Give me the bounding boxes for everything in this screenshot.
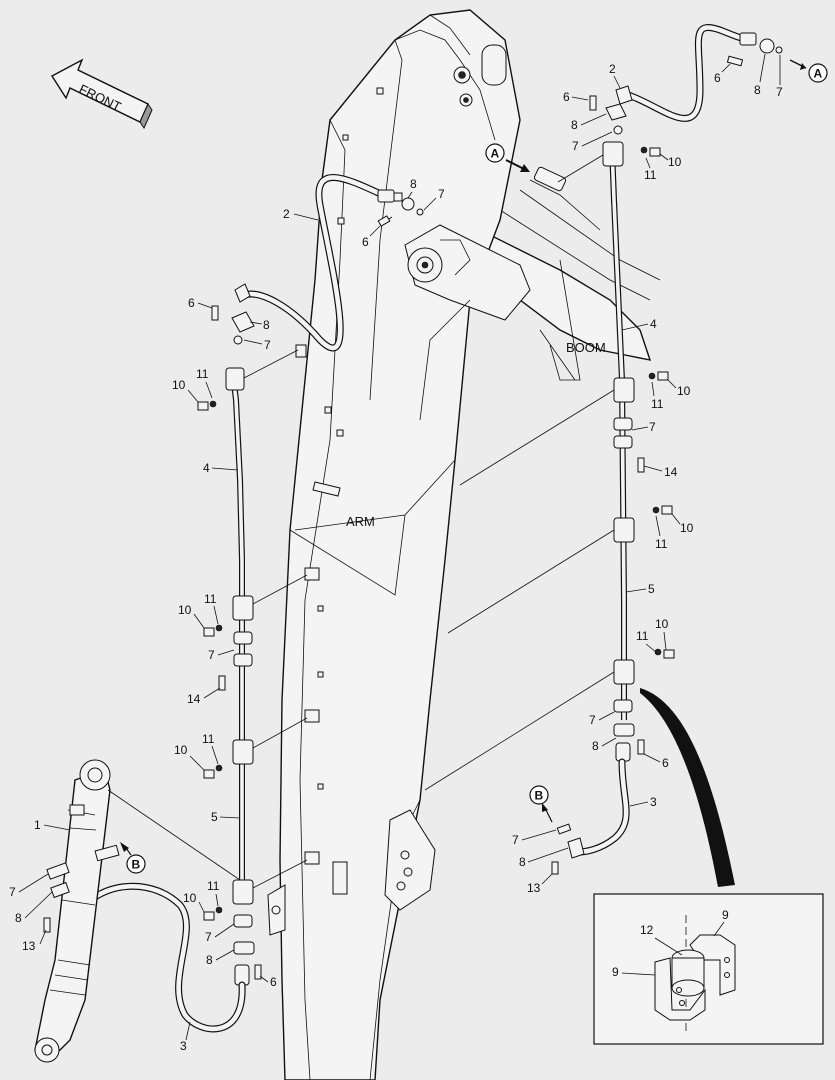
callout-10: 10 xyxy=(172,378,186,392)
svg-text:B: B xyxy=(535,789,544,803)
callout-10: 10 xyxy=(677,384,691,398)
callout-7: 7 xyxy=(264,338,271,352)
arm-cylinder xyxy=(34,759,241,1063)
callout-1: 1 xyxy=(34,818,41,832)
hose-2-right xyxy=(589,24,783,135)
callout-6: 6 xyxy=(714,71,721,85)
detail-pointer xyxy=(640,688,735,887)
callout-6: 6 xyxy=(662,756,669,770)
callout-10: 10 xyxy=(668,155,682,169)
callout-numbers: 2 6 8 7 10 11 6 8 7 2 6 8 7 6 8 7 10 11 xyxy=(9,53,783,1053)
svg-text:A: A xyxy=(814,67,823,81)
callout-4: 4 xyxy=(650,317,657,331)
callout-9: 9 xyxy=(722,908,729,922)
callout-11: 11 xyxy=(655,537,668,551)
callout-6: 6 xyxy=(270,975,277,989)
callout-11: 11 xyxy=(196,367,209,381)
left-pipe-4-5 xyxy=(197,344,320,986)
callout-8: 8 xyxy=(592,739,599,753)
callout-11: 11 xyxy=(636,629,649,643)
callout-10: 10 xyxy=(680,521,694,535)
callout-7: 7 xyxy=(649,420,656,434)
callout-11: 11 xyxy=(202,732,215,746)
right-pipe-4-5 xyxy=(424,141,675,791)
callout-5: 5 xyxy=(648,582,655,596)
callout-2: 2 xyxy=(609,62,616,76)
callout-7: 7 xyxy=(512,833,519,847)
callout-7: 7 xyxy=(589,713,596,727)
hose-2-left xyxy=(234,174,403,352)
callout-10: 10 xyxy=(183,891,197,905)
callout-3: 3 xyxy=(180,1039,187,1053)
callout-11: 11 xyxy=(207,879,220,893)
hose-3-right xyxy=(551,758,630,875)
callout-3: 3 xyxy=(650,795,657,809)
callout-12: 12 xyxy=(640,923,654,937)
callout-10: 10 xyxy=(655,617,669,631)
callout-8: 8 xyxy=(571,118,578,132)
svg-text:B: B xyxy=(132,858,141,872)
clamp-detail-inset xyxy=(593,893,824,1045)
callout-11: 11 xyxy=(204,592,217,606)
fitting-parts-top-left xyxy=(211,197,424,345)
callout-8: 8 xyxy=(519,855,526,869)
callout-7: 7 xyxy=(205,930,212,944)
front-arrow: FRONT xyxy=(51,58,153,130)
callout-14: 14 xyxy=(187,692,201,706)
callout-10: 10 xyxy=(174,743,188,757)
boom-label: BOOM xyxy=(566,340,606,355)
svg-text:A: A xyxy=(491,147,500,161)
callout-6: 6 xyxy=(362,235,369,249)
callout-5: 5 xyxy=(211,810,218,824)
callout-7: 7 xyxy=(438,187,445,201)
ref-a-top-right: A xyxy=(789,59,828,83)
callout-8: 8 xyxy=(15,911,22,925)
callout-9: 9 xyxy=(612,965,619,979)
callout-7: 7 xyxy=(776,85,783,99)
arm-label: ARM xyxy=(346,514,375,529)
hose-3-left xyxy=(81,882,246,1033)
callout-2: 2 xyxy=(283,207,290,221)
callout-7: 7 xyxy=(9,885,16,899)
callout-8: 8 xyxy=(263,318,270,332)
callout-7: 7 xyxy=(572,139,579,153)
ref-b-left: B xyxy=(120,842,146,874)
callout-6: 6 xyxy=(188,296,195,310)
callout-8: 8 xyxy=(754,83,761,97)
callout-14: 14 xyxy=(664,465,678,479)
ref-b-right: B xyxy=(529,785,553,823)
callout-13: 13 xyxy=(22,939,36,953)
callout-6: 6 xyxy=(563,90,570,104)
callout-4: 4 xyxy=(203,461,210,475)
callout-8: 8 xyxy=(206,953,213,967)
ref-a-mid: A xyxy=(485,143,530,172)
callout-7: 7 xyxy=(208,648,215,662)
callout-11: 11 xyxy=(644,168,657,182)
arm-structure xyxy=(267,9,601,1080)
callout-13: 13 xyxy=(527,881,541,895)
callout-10: 10 xyxy=(178,603,192,617)
callout-8: 8 xyxy=(410,177,417,191)
callout-11: 11 xyxy=(651,397,664,411)
